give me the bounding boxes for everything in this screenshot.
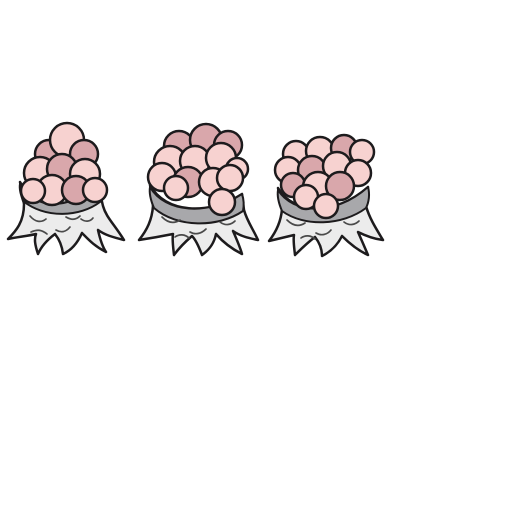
egg-cluster-sprite-1: [2, 118, 130, 260]
egg-cluster-sprite-3: [262, 118, 390, 260]
husk-fibers: [161, 216, 236, 239]
egg-cluster-frame-3-art: [267, 133, 385, 258]
egg-cluster: [273, 133, 376, 220]
egg-cluster: [146, 122, 250, 217]
husk-fibers: [286, 219, 360, 240]
egg-cluster-sprite-2: [132, 118, 260, 260]
egg-cluster-frame-1-art: [6, 121, 126, 256]
egg-cluster: [19, 121, 109, 207]
husk-fibers: [29, 215, 94, 235]
egg-cluster-frame-2-art: [137, 122, 260, 257]
